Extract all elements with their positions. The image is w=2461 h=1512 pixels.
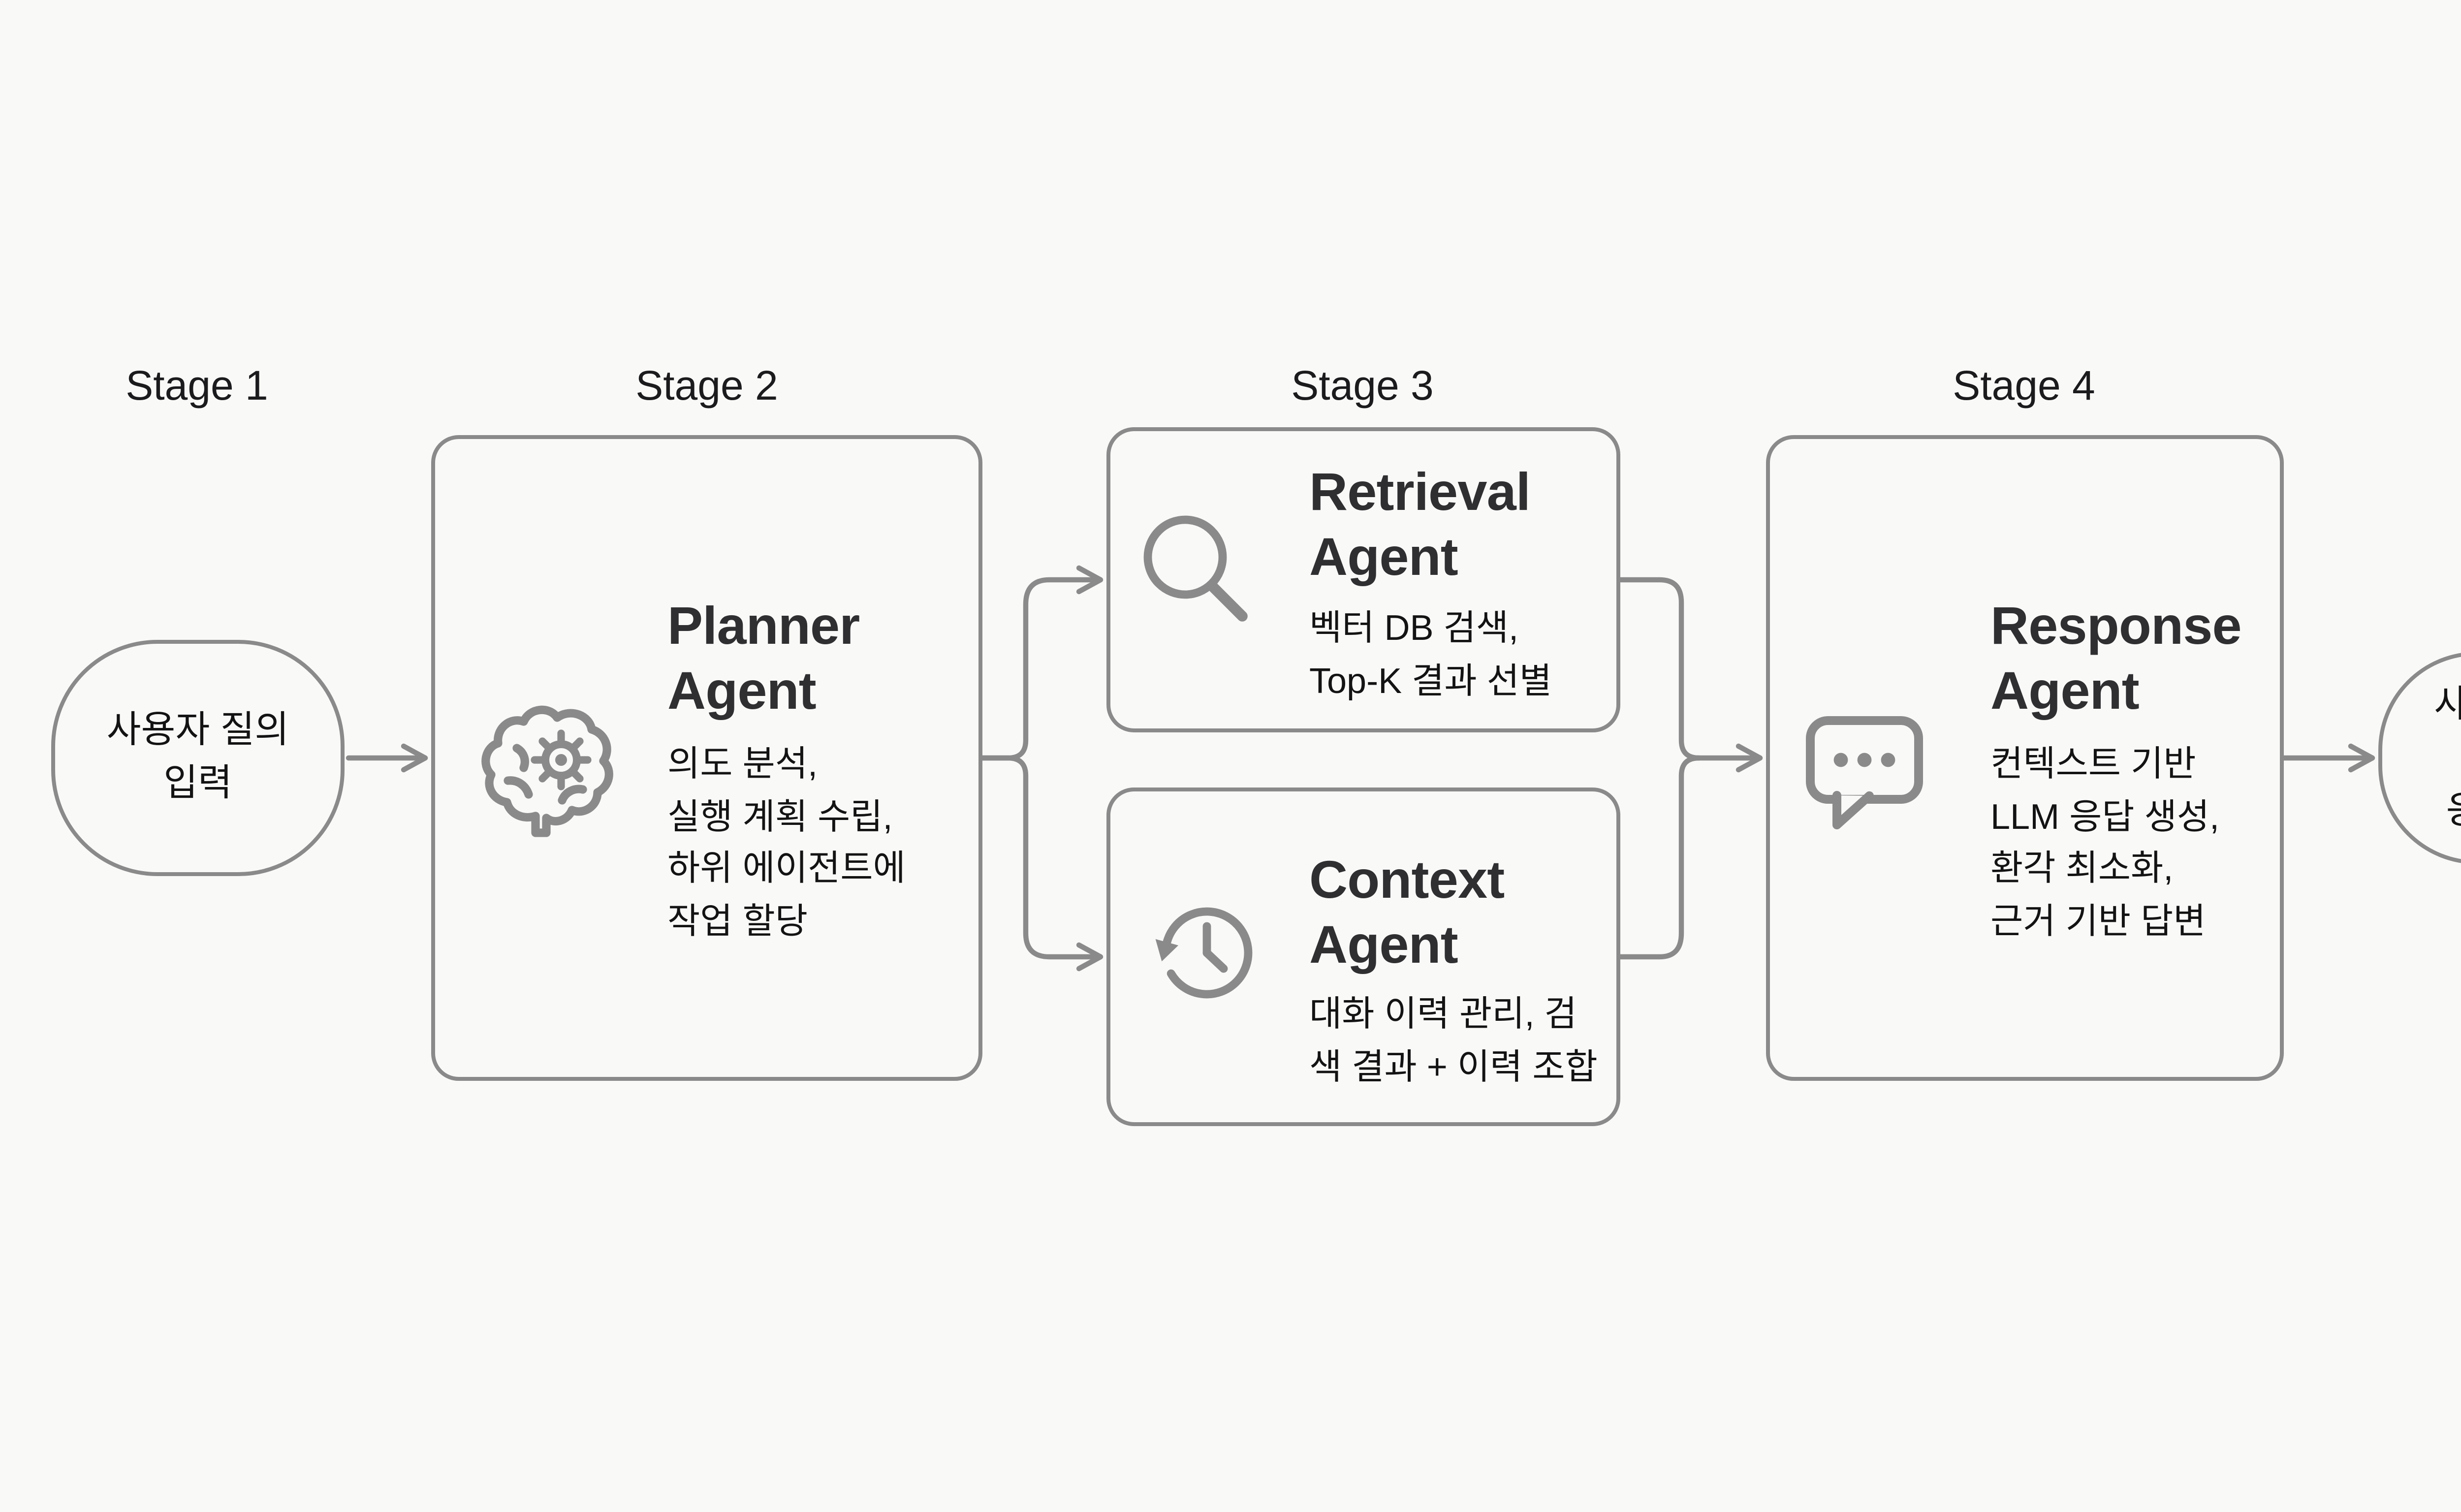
stage-4-label: Stage 4	[1953, 364, 2095, 410]
stage-1-label: Stage 1	[126, 364, 268, 410]
user-query-input-node: 사용자 질의 입력	[51, 640, 345, 876]
brain-gear-icon	[474, 695, 624, 845]
chat-bubble-icon	[1799, 703, 1929, 833]
stage-3-label: Stage 3	[1291, 364, 1434, 410]
arrow-planner-to-retrieval	[979, 565, 1104, 761]
search-icon	[1138, 510, 1256, 628]
arrow-planner-to-context	[979, 755, 1104, 972]
response-agent-title: Response Agent	[1990, 597, 2242, 721]
context-agent-title: Context Agent	[1309, 850, 1505, 975]
retrieval-agent-body: 벡터 DB 검색, Top-K 결과 선별	[1309, 608, 1552, 700]
planner-agent-body: 의도 분석, 실행 계획 수립, 하위 에이전트에 작업 할당	[667, 744, 906, 940]
context-agent-body: 대화 이력 관리, 검 색 결과 + 이력 조합	[1309, 994, 1598, 1086]
stage-2-label: Stage 2	[635, 364, 778, 410]
planner-agent-title: Planner Agent	[667, 597, 860, 721]
response-agent-body: 컨텍스트 기반 LLM 응답 생성, 환각 최소화, 근거 기반 답변	[1990, 744, 2220, 940]
line-context-to-merge	[1617, 755, 1702, 960]
retrieval-agent-box: Retrieval Agent 벡터 DB 검색, Top-K 결과 선별	[1106, 427, 1620, 732]
response-agent-box: Response Agent 컨텍스트 기반 LLM 응답 생성, 환각 최소화…	[1766, 435, 2284, 1081]
planner-agent-box: Planner Agent 의도 분석, 실행 계획 수립, 하위 에이전트에 …	[431, 435, 982, 1081]
user-output-text: 사용자에게 맞춤형 응답 제공	[2434, 678, 2461, 838]
history-clock-icon	[1142, 892, 1268, 1018]
line-retrieval-to-merge	[1617, 577, 1702, 761]
retrieval-agent-title: Retrieval Agent	[1309, 463, 1531, 587]
user-query-input-text: 사용자 질의 입력	[106, 711, 289, 805]
context-agent-box: Context Agent 대화 이력 관리, 검 색 결과 + 이력 조합	[1106, 788, 1620, 1126]
